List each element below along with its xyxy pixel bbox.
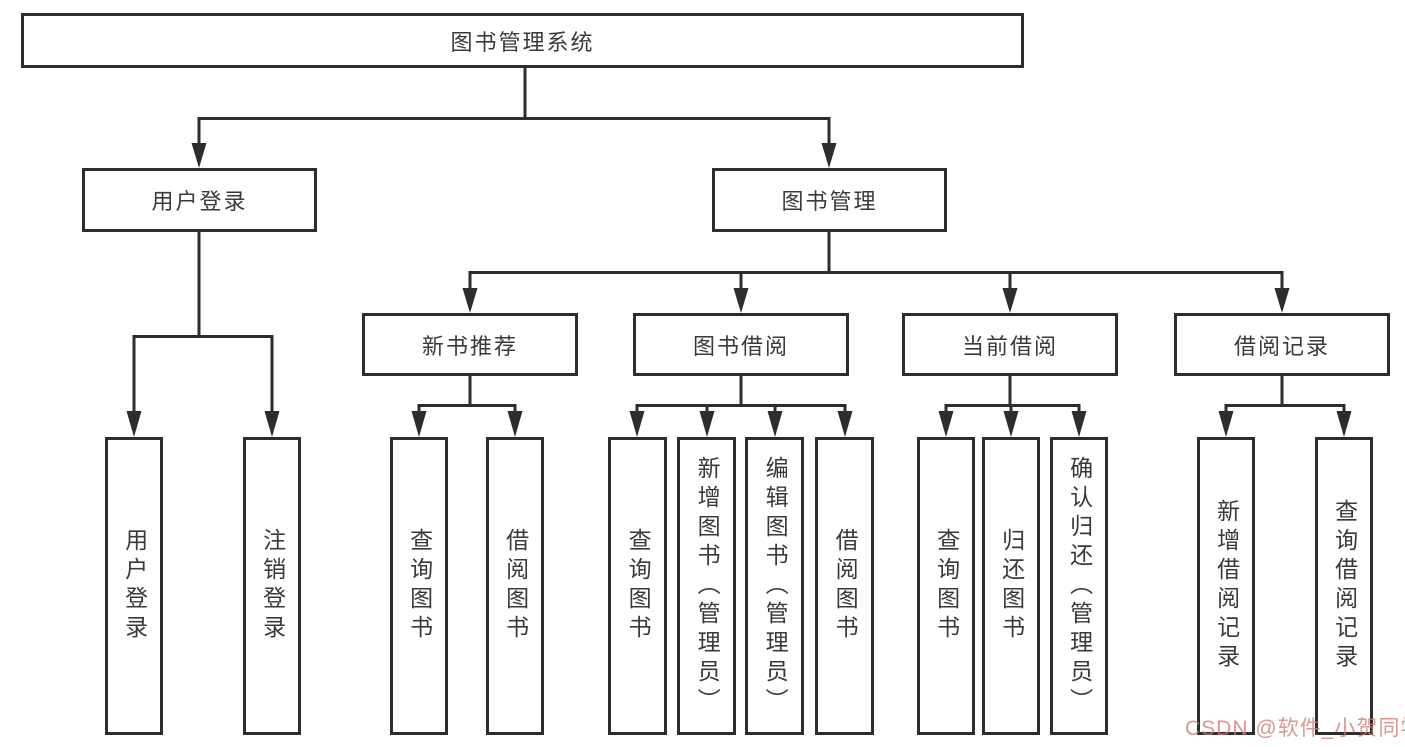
node-label: 归还图书 [998,528,1025,644]
node-label: 查询图书 [933,528,960,644]
edge-userlogin-branch [132,335,274,412]
csdn-watermark: CSDN @软件_小贺同学 [1185,717,1405,740]
leaf-query-books-borrow: 查询图书 [608,437,667,735]
arrow-down-icon [767,411,783,437]
node-label: 借阅记录 [1233,333,1330,359]
leaf-borrow-books: 借阅图书 [815,437,874,735]
leaf-logout: 注销登录 [243,437,301,735]
node-label: 查询图书 [625,528,652,644]
node-label: 当前借阅 [961,333,1058,359]
leaf-query-books-recommend: 查询图书 [390,437,448,735]
leaf-query-borrow-record: 查询借阅记录 [1315,437,1373,735]
node-label: 查询图书 [406,528,433,644]
node-user-login: 用户登录 [82,168,317,232]
node-label: 新书推荐 [421,333,518,359]
leaf-query-books-current: 查询图书 [917,437,975,735]
edge-root-branch [197,117,831,144]
node-label: 图书管理 [781,189,878,214]
node-book-management: 图书管理 [712,168,947,232]
arrow-down-icon [507,411,523,437]
leaf-add-borrow-record: 新增借阅记录 [1197,437,1255,735]
arrow-down-icon [1003,411,1019,437]
arrow-down-icon [462,288,478,313]
node-label: 新增图书（管理员） [694,455,721,717]
arrow-down-icon [126,411,142,437]
edge-bookborrow-branch [635,404,847,412]
arrow-down-icon [191,143,207,168]
node-label: 编辑图书（管理员） [762,455,789,717]
node-label: 借阅图书 [832,528,859,644]
node-borrow-records: 借阅记录 [1174,313,1390,376]
arrow-down-icon [837,411,853,437]
node-current-borrow: 当前借阅 [902,313,1118,376]
arrow-down-icon [1002,288,1018,313]
arrow-down-icon [1071,411,1087,437]
node-new-book-recommend: 新书推荐 [362,313,578,376]
node-root-system: 图书管理系统 [21,13,1024,68]
leaf-borrow-books-recommend: 借阅图书 [486,437,544,735]
node-label: 注销登录 [259,528,286,644]
node-label: 用户登录 [121,528,148,644]
leaf-return-book: 归还图书 [982,437,1040,735]
node-label: 确认归还（管理员） [1066,455,1093,717]
node-book-borrow: 图书借阅 [633,313,849,376]
node-label: 新增借阅记录 [1213,499,1240,673]
edge-paths [132,68,1346,412]
node-label: 借阅图书 [502,528,529,644]
leaf-edit-book-admin: 编辑图书（管理员） [745,437,804,735]
arrow-down-icon [821,143,837,168]
leaf-add-book-admin: 新增图书（管理员） [677,437,736,735]
arrowheads [126,143,1352,437]
arrow-down-icon [938,411,954,437]
node-label: 图书管理系统 [450,29,595,55]
arrow-down-icon [699,411,715,437]
arrow-down-icon [411,411,427,437]
arrow-down-icon [629,411,645,437]
edge-bookmgmt-branch [468,271,1284,289]
arrow-down-icon [1218,411,1234,437]
arrow-down-icon [1274,288,1290,313]
edge-newbook-branch [417,404,517,412]
leaf-user-login: 用户登录 [105,437,163,735]
arrow-down-icon [264,411,280,437]
node-label: 图书借阅 [692,333,789,359]
leaf-confirm-return-admin: 确认归还（管理员） [1050,437,1108,735]
arrow-down-icon [733,288,749,313]
arrow-down-icon [1336,411,1352,437]
node-label: 查询借阅记录 [1331,499,1358,673]
edge-records-branch [1224,404,1346,412]
node-label: 用户登录 [151,189,248,214]
